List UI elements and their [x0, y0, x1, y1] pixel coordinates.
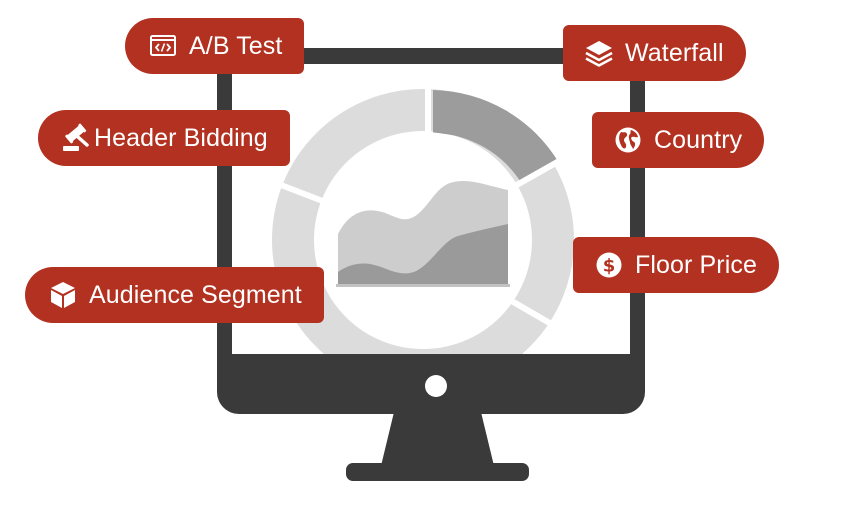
header-bidding-label: Header Bidding: [94, 123, 268, 152]
layers-icon: [581, 35, 617, 71]
floor-price-tag: $ Floor Price: [573, 237, 779, 293]
dollar-coin-icon: $: [591, 247, 627, 283]
donut-separator: [506, 149, 577, 193]
monitor-stand-base: [346, 463, 529, 481]
code-window-icon: [145, 28, 181, 64]
audience-segment-label: Audience Segment: [89, 280, 302, 309]
audience-segment-tag: Audience Segment: [25, 267, 324, 323]
donut-chart: [266, 80, 577, 354]
monitor-stand-neck: [380, 408, 495, 470]
ab-test-label: A/B Test: [189, 31, 283, 60]
header-bidding-tag: Header Bidding: [38, 110, 290, 166]
svg-text:$: $: [603, 256, 616, 277]
power-button: [425, 375, 447, 397]
country-tag: Country: [592, 112, 765, 168]
waterfall-label: Waterfall: [625, 38, 724, 67]
donut-separator: [266, 177, 335, 208]
gavel-icon: [58, 120, 94, 156]
country-label: Country: [654, 125, 743, 154]
donut-ring: [272, 89, 574, 354]
ab-test-tag: A/B Test: [125, 18, 305, 74]
floor-price-label: Floor Price: [635, 250, 757, 279]
waterfall-tag: Waterfall: [563, 25, 746, 81]
area-chart-baseline: [336, 284, 510, 287]
area-chart-front: [338, 224, 508, 285]
globe-icon: [610, 122, 646, 158]
cube-icon: [45, 277, 81, 313]
donut-highlight-segment: [433, 90, 559, 184]
donut-separator: [508, 297, 574, 339]
